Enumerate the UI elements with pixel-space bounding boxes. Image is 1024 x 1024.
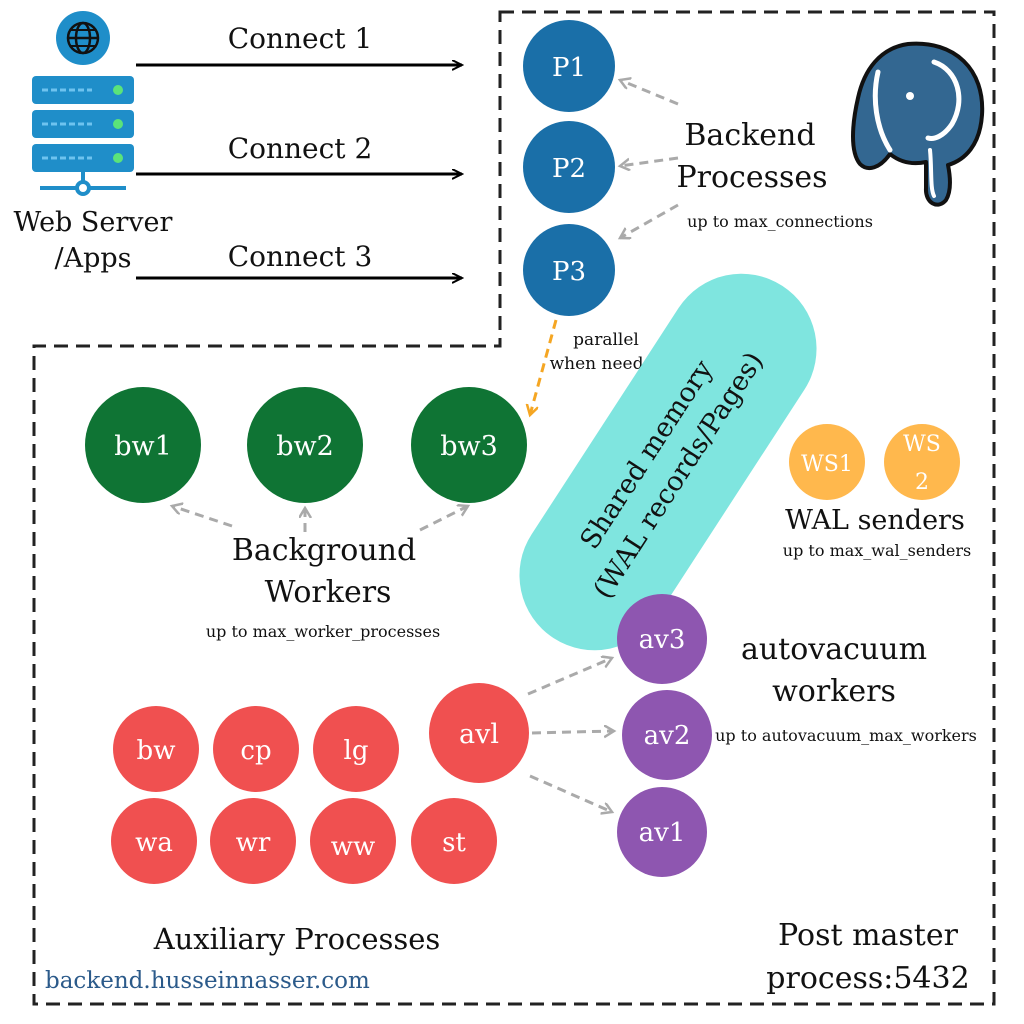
wal-sender-ws2-label-line1: WS [903, 432, 941, 457]
backend-arrow-p2 [620, 156, 679, 166]
parallel-note-line1: parallel [573, 330, 639, 350]
autovacuum-launcher-label: avl [459, 719, 499, 750]
autovacuum-worker-av3-label: av3 [639, 625, 686, 655]
backend-arrow-p1 [620, 80, 679, 106]
auxiliary-process-bw-label: bw [137, 736, 176, 766]
background-worker-bw1-label: bw1 [114, 431, 172, 462]
web-server-icon-group [32, 11, 134, 196]
autovacuum-worker-av2 [622, 690, 712, 780]
backend-title-line2: Processes [676, 160, 827, 195]
postmaster-label-line1: Post master [778, 918, 959, 953]
background-worker-bw2 [247, 387, 363, 503]
connect-label-2: Connect 2 [228, 132, 373, 165]
auxiliary-process-ww-label: ww [331, 832, 376, 862]
autovacuum-arrow-av3 [527, 658, 612, 696]
autovacuum-title-line2: workers [772, 674, 896, 709]
postgres-elephant-icon [851, 41, 985, 207]
parallel-note-line2: when needed [550, 354, 665, 374]
auxiliary-process-cp [213, 706, 299, 792]
web-server-label-line2: /Apps [54, 243, 131, 274]
auxiliary-processes-title: Auxiliary Processes [153, 922, 441, 956]
auxiliary-process-cp-label: cp [240, 736, 271, 766]
autovacuum-worker-av3 [617, 594, 707, 684]
auxiliary-process-wr [210, 798, 296, 884]
background-worker-bw3 [411, 387, 527, 503]
autovacuum-worker-av1-label: av1 [639, 818, 686, 848]
background-worker-bw3-label: bw3 [440, 431, 498, 462]
backend-process-p2-label: P2 [552, 154, 586, 184]
autovacuum-arrow-av1 [529, 774, 612, 812]
backend-title-line1: Backend [684, 118, 815, 153]
auxiliary-process-ww [310, 798, 396, 884]
globe-icon [56, 11, 110, 65]
background-workers-limit: up to max_worker_processes [206, 622, 440, 641]
backend-process-p2 [523, 121, 615, 213]
autovacuum-launcher [429, 683, 529, 783]
background-worker-bw2-label: bw2 [276, 431, 334, 462]
background-workers-title-line2: Workers [265, 575, 392, 610]
wal-sender-ws1-label: WS1 [801, 452, 853, 477]
autovacuum-worker-av1 [617, 787, 707, 877]
backend-process-p3-label: P3 [552, 257, 586, 287]
backend-process-p3 [523, 224, 615, 316]
wal-senders-limit: up to max_wal_senders [783, 541, 971, 560]
web-server-label-line1: Web Server [14, 207, 173, 238]
auxiliary-process-st [411, 798, 497, 884]
auxiliary-process-wa [111, 798, 197, 884]
wal-sender-ws1 [789, 424, 865, 500]
auxiliary-process-lg [313, 706, 399, 792]
wal-sender-ws2 [884, 424, 960, 500]
wal-senders-title: WAL senders [785, 505, 965, 536]
background-worker-bw1 [85, 387, 201, 503]
auxiliary-process-st-label: st [442, 828, 466, 858]
auxiliary-process-bw [113, 706, 199, 792]
footer-url: backend.husseinnasser.com [45, 968, 370, 994]
shared-memory-band [519, 273, 817, 651]
autovacuum-worker-av2-label: av2 [644, 721, 691, 751]
worker-arrow-bw1 [172, 506, 233, 528]
auxiliary-process-wa-label: wa [135, 828, 173, 858]
wal-sender-ws2-label-line2: 2 [915, 470, 929, 495]
postmaster-boundary [32, 10, 996, 1006]
autovacuum-title-line1: autovacuum [741, 632, 927, 667]
autovacuum-arrow-av2 [531, 731, 614, 733]
background-workers-title-line1: Background [232, 533, 416, 568]
server-rack-icon [32, 76, 134, 196]
backend-process-p1-label: P1 [552, 53, 586, 83]
parallel-arrow [530, 319, 558, 415]
auxiliary-process-lg-label: lg [344, 736, 369, 766]
worker-arrow-bw3 [419, 506, 468, 532]
connect-label-1: Connect 1 [228, 22, 373, 55]
backend-process-p1 [523, 20, 615, 112]
postmaster-label-line2: process:5432 [766, 961, 969, 996]
connect-label-3: Connect 3 [228, 240, 373, 273]
autovacuum-limit: up to autovacuum_max_workers [715, 726, 977, 745]
backend-arrow-p3 [620, 203, 679, 238]
backend-limit: up to max_connections [687, 212, 873, 231]
auxiliary-process-wr-label: wr [236, 828, 271, 858]
